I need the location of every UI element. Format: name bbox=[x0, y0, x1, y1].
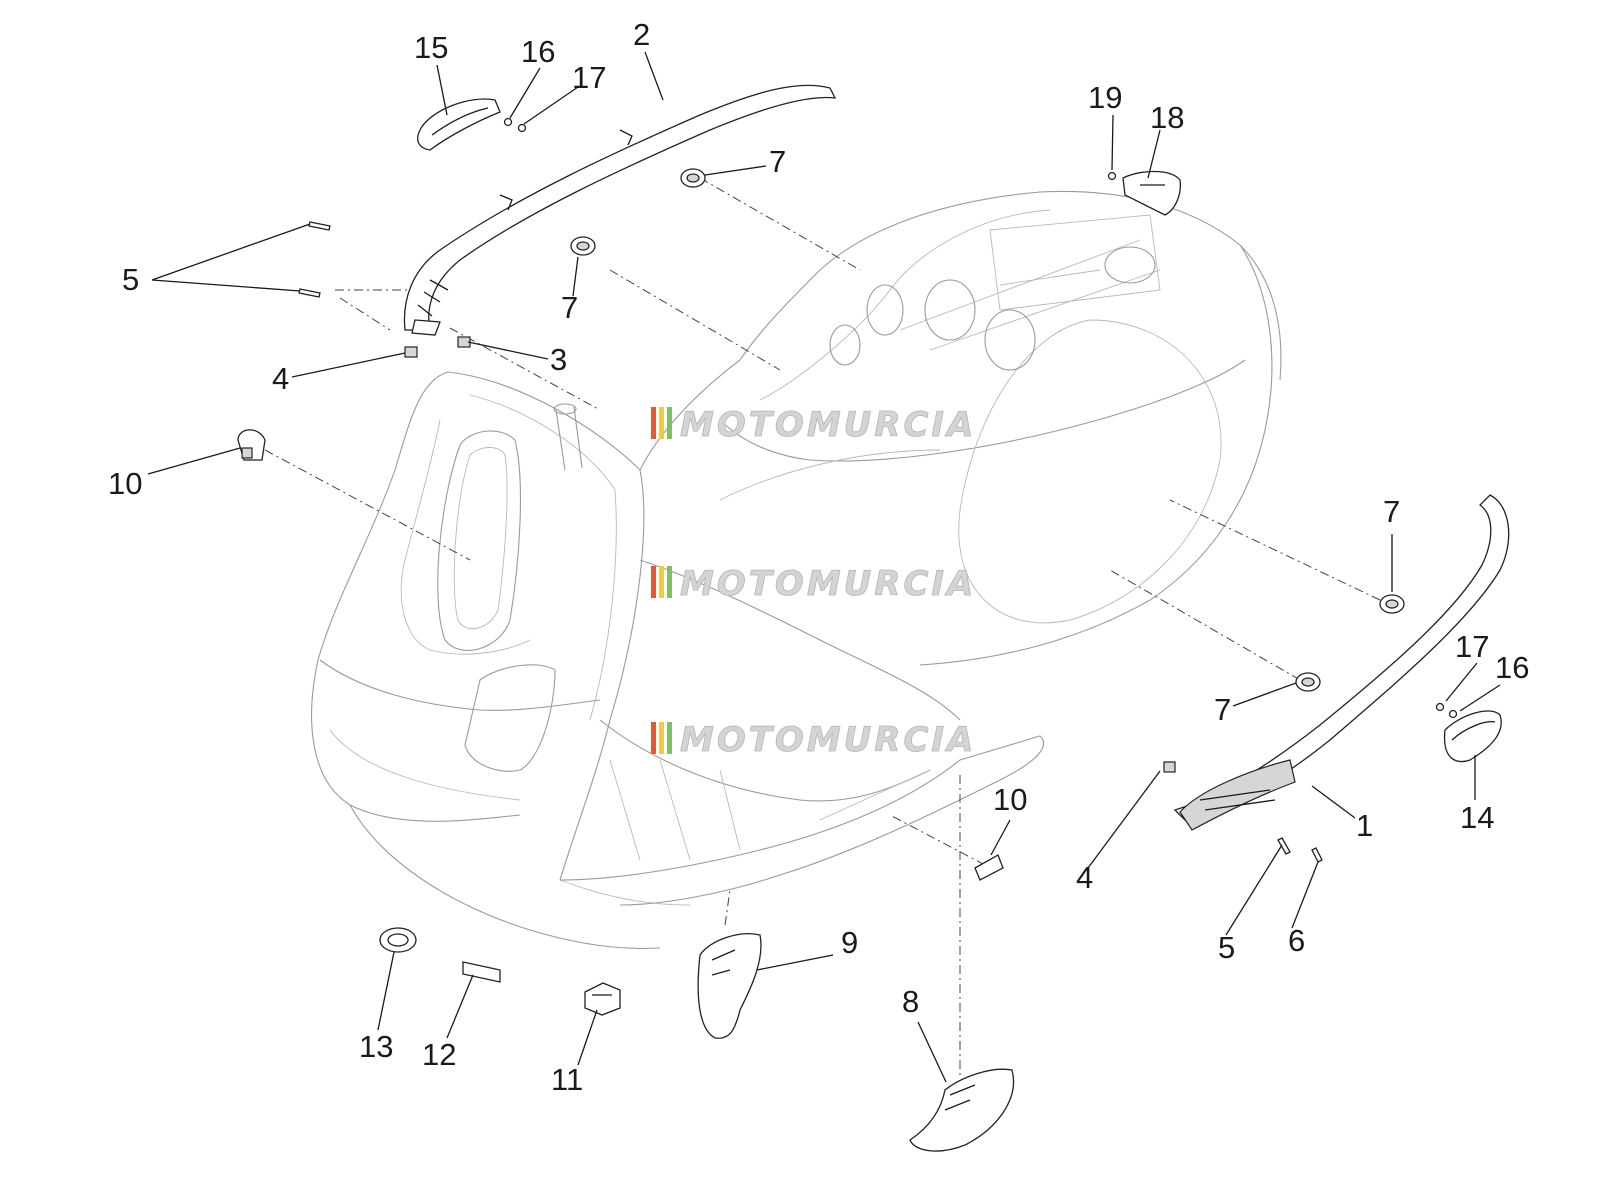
callout-10: 10 bbox=[108, 466, 142, 501]
callout-5: 5 bbox=[122, 262, 139, 297]
scooter-body-frame bbox=[311, 190, 1282, 949]
part-13-grommet bbox=[379, 927, 417, 953]
callout-7: 7 bbox=[561, 290, 578, 325]
watermark-bottom: MOTOMURCIA bbox=[651, 720, 976, 760]
part-18-cover bbox=[1122, 170, 1181, 216]
part-17-nut-b bbox=[1435, 702, 1445, 712]
callout-16: 16 bbox=[1495, 650, 1529, 685]
callout-4: 4 bbox=[1076, 860, 1093, 895]
part-4-clip-a bbox=[404, 346, 418, 358]
callout-9: 9 bbox=[841, 925, 858, 960]
part-14-end-cap bbox=[1443, 710, 1502, 763]
callout-10: 10 bbox=[993, 782, 1027, 817]
part-10-plug-a bbox=[237, 429, 266, 461]
part-7-grommet-d bbox=[1295, 672, 1321, 692]
callout-3: 3 bbox=[550, 342, 567, 377]
watermark-middle: MOTOMURCIA bbox=[651, 564, 976, 604]
part-5-screw-lower bbox=[1277, 837, 1291, 855]
callout-11: 11 bbox=[551, 1062, 583, 1097]
part-4-clip-b bbox=[1163, 761, 1176, 773]
callout-7: 7 bbox=[1383, 494, 1400, 529]
part-16-washer-a bbox=[503, 117, 513, 127]
callout-4: 4 bbox=[272, 361, 289, 396]
callout-16: 16 bbox=[521, 34, 555, 69]
callout-18: 18 bbox=[1150, 100, 1184, 135]
part-10-plug-b bbox=[974, 854, 1004, 881]
part-9-bracket bbox=[697, 933, 762, 1039]
callout-13: 13 bbox=[359, 1029, 393, 1064]
part-11-cap bbox=[584, 982, 621, 1016]
watermark-text: MOTOMURCIA bbox=[680, 405, 976, 445]
callout-5: 5 bbox=[1218, 930, 1235, 965]
part-19-screw bbox=[1107, 171, 1117, 181]
callout-6: 6 bbox=[1288, 923, 1305, 958]
assembly-guide-lines bbox=[264, 177, 1381, 1075]
part-8-bracket bbox=[909, 1068, 1015, 1152]
watermark-top: MOTOMURCIA bbox=[651, 405, 976, 445]
callout-14: 14 bbox=[1460, 800, 1494, 835]
part-12-pad bbox=[462, 961, 501, 983]
callout-2: 2 bbox=[633, 17, 650, 52]
part-7-grommet-b bbox=[570, 236, 596, 256]
callout-17: 17 bbox=[1455, 629, 1489, 664]
part-2-rail-upper bbox=[403, 84, 837, 336]
part-1-rail-lower bbox=[1173, 494, 1510, 831]
leader-lines bbox=[147, 51, 1501, 1083]
part-5-screws-upper bbox=[298, 221, 331, 298]
part-17-nut-a bbox=[517, 123, 527, 133]
watermark-text: MOTOMURCIA bbox=[680, 564, 976, 604]
callout-7: 7 bbox=[769, 144, 786, 179]
callout-7: 7 bbox=[1214, 692, 1231, 727]
callout-17: 17 bbox=[572, 60, 606, 95]
callout-labels: 1 2 3 4 4 5 5 6 7 7 7 7 8 9 10 10 11 12 … bbox=[108, 17, 1529, 1097]
part-7-grommet-c bbox=[1379, 594, 1405, 614]
watermark-text: MOTOMURCIA bbox=[680, 720, 976, 760]
callout-15: 15 bbox=[414, 30, 448, 65]
callout-12: 12 bbox=[422, 1037, 456, 1072]
callout-1: 1 bbox=[1356, 808, 1373, 843]
part-7-grommet-a bbox=[680, 168, 706, 188]
callout-8: 8 bbox=[902, 984, 919, 1019]
part-16-washer-b bbox=[1448, 709, 1458, 719]
callout-19: 19 bbox=[1088, 80, 1122, 115]
part-6-screw bbox=[1311, 847, 1323, 863]
part-15-end-cap bbox=[417, 98, 501, 151]
